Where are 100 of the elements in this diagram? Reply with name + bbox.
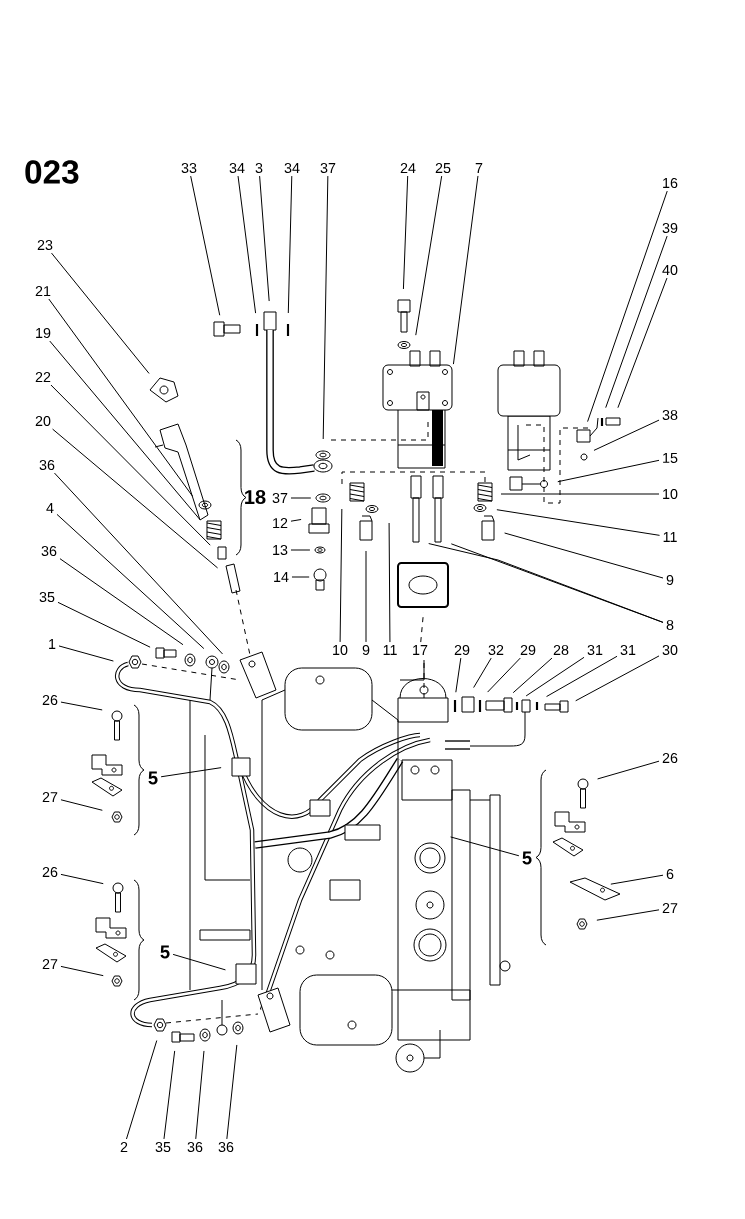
callout-number: 31 [620,644,636,656]
leader-line [56,513,205,650]
callout-number: 12 [273,518,288,528]
leader-line [596,909,660,921]
leader-line [575,655,660,702]
callout-number: 26 [42,866,58,878]
leader-line [587,190,668,423]
leader-line [487,657,521,693]
leader-line [195,1050,205,1140]
figure-number: 023 [25,160,79,184]
leader-line [512,657,553,694]
callout-number: 36 [218,1141,234,1153]
callout-number: 36 [187,1141,203,1153]
leader-line [59,558,184,646]
leader-line [402,175,409,290]
leader-line [60,965,104,977]
callout-number: 9 [362,644,370,656]
callout-number: 21 [35,286,51,296]
leader-line [259,175,270,302]
leader-line [496,509,661,536]
callout-number: 6 [666,868,674,880]
leader-line [450,836,520,857]
callout-number: 19 [36,327,51,339]
callout-number: 34 [284,162,300,174]
callout-number: 17 [413,645,428,655]
callout-number: 16 [663,177,678,189]
callout-number: 37 [320,162,336,174]
callout-number: 15 [663,453,678,463]
callout-number: 37 [272,492,288,504]
callout-number: 7 [475,163,483,173]
leader-line [48,298,193,497]
callout-number: 27 [42,792,58,802]
leader-line [49,340,201,521]
leader-line [60,873,104,885]
callout-number: 9 [666,574,674,586]
callout-number: 8 [666,619,674,631]
leader-line [287,175,293,314]
leader-line [593,419,660,451]
callout-number: 32 [488,644,504,656]
leader-line [172,953,226,971]
leader-line [190,175,221,316]
leader-line [388,522,391,643]
leader-line [60,701,103,711]
leader-line [52,428,219,569]
callout-number: 27 [42,959,58,969]
callout-number: 24 [400,163,416,173]
leader-line [290,549,311,551]
leader-line [365,550,367,643]
leader-line [452,175,479,365]
leader-line [610,874,664,885]
leader-line [415,175,443,336]
leader-line [237,175,257,314]
leader-line [322,175,329,440]
callout-number: 10 [663,488,678,500]
callout-number: 22 [35,372,51,382]
leader-line [50,384,211,546]
callout-number: 35 [39,591,55,603]
callout-number: 31 [587,644,603,656]
callout-number: 23 [37,239,53,251]
callout-number: 40 [662,264,678,276]
leader-line [557,459,660,483]
callout-number: 30 [662,644,678,656]
callout-number: 18 [245,489,266,505]
callout-number: 25 [435,162,451,174]
leader-line [525,656,585,697]
leader-line [226,1044,238,1140]
callout-number: 29 [454,644,470,656]
leader-line [504,532,664,579]
leader-line [473,657,492,689]
callout-number: 33 [181,162,197,174]
callout-number: 36 [41,545,57,557]
leader-line [290,519,302,522]
leader-line [546,655,618,698]
callout-number: 34 [229,162,245,174]
callout-number: 36 [39,459,55,471]
leader-line [291,576,310,578]
leader-line [617,277,668,409]
callout-number: 5 [148,771,158,785]
leader-line [605,235,668,409]
callout-number: 13 [273,544,288,556]
callout-number: 3 [255,162,263,174]
leader-line [290,497,312,499]
callout-number: 35 [155,1141,171,1153]
callout-number: 5 [160,945,170,959]
leader-line [58,645,114,662]
callout-number: 26 [42,694,58,706]
leader-line [163,1050,176,1140]
callout-number: 28 [553,644,569,656]
callout-number: 1 [49,639,56,649]
leader-line [597,760,660,780]
leader-line [57,601,151,648]
callout-number: 11 [383,645,397,655]
callout-number: 29 [520,644,536,656]
callout-number: 14 [274,572,289,582]
callout-number: 11 [663,532,677,542]
leader-line [60,799,103,811]
leader-line [51,252,150,374]
leader-line [455,657,462,693]
callout-number: 2 [120,1142,128,1152]
callout-number: 39 [662,222,678,234]
